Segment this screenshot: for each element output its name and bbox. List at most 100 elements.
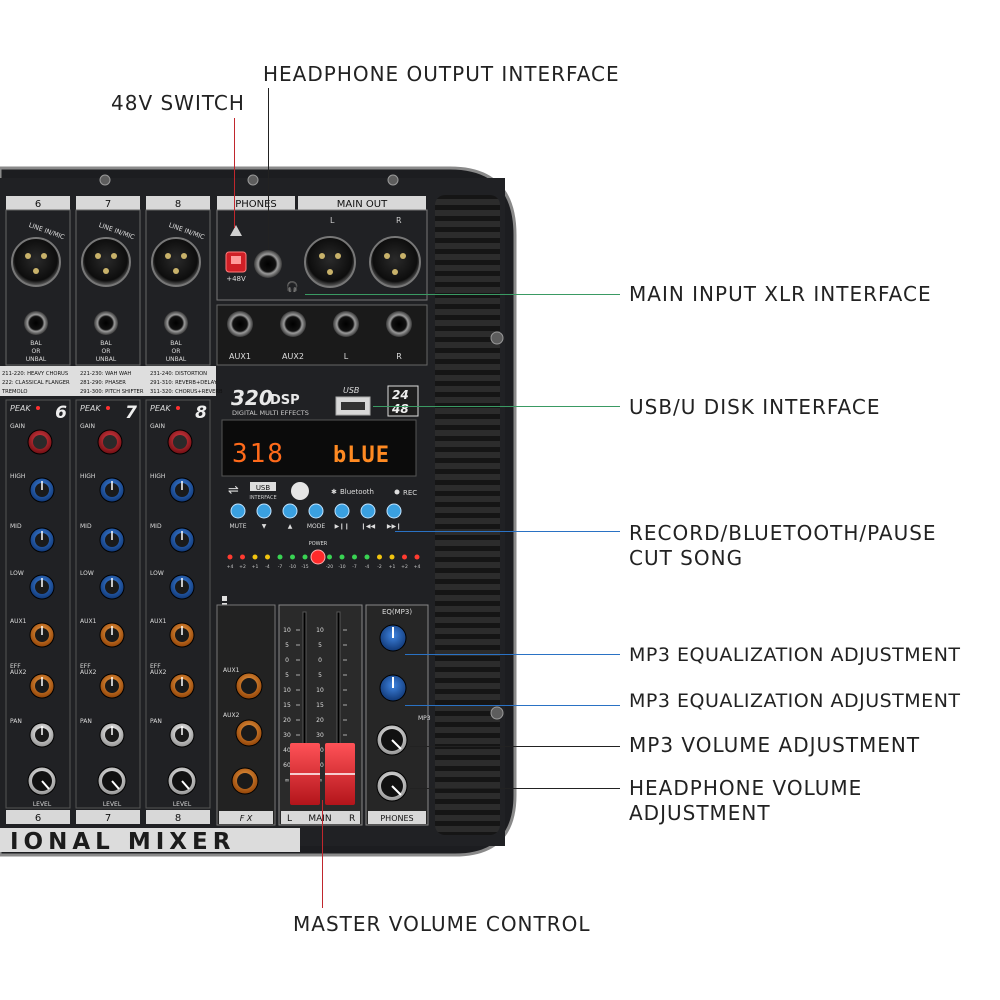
main-fader-right[interactable] [325, 743, 355, 805]
callout-mp3-eq-1: MP3 EQUALIZATION ADJUSTMENT [629, 644, 961, 666]
svg-text:▼: ▼ [262, 523, 267, 530]
svg-text:20: 20 [283, 717, 291, 724]
callout-headphone-output: HEADPHONE OUTPUT INTERFACE [263, 62, 620, 86]
svg-text:EFF: EFF [150, 663, 161, 670]
svg-text:-4: -4 [265, 564, 270, 570]
svg-text:LEVEL: LEVEL [33, 801, 52, 808]
svg-text:0: 0 [318, 657, 322, 664]
svg-text:+48V: +48V [226, 275, 246, 283]
svg-text:UNBAL: UNBAL [166, 356, 187, 363]
lead-mp3-volume [410, 746, 620, 747]
svg-text:-7: -7 [352, 564, 357, 570]
svg-text:GAIN: GAIN [150, 423, 165, 430]
svg-text:GAIN: GAIN [10, 423, 25, 430]
svg-text:7: 7 [105, 813, 111, 824]
svg-text:F X: F X [240, 814, 253, 823]
callout-record-line1: RECORD/BLUETOOTH/PAUSE [629, 521, 937, 545]
svg-text:6: 6 [55, 403, 67, 423]
svg-text:AUX1: AUX1 [223, 667, 240, 674]
lead-main-xlr [305, 294, 620, 295]
svg-text:UNBAL: UNBAL [26, 356, 47, 363]
line-jack[interactable] [94, 311, 118, 335]
svg-text:0: 0 [285, 657, 289, 664]
transport-button[interactable] [334, 503, 350, 519]
phantom-48v-switch[interactable]: +48V [225, 251, 247, 283]
xlr-output-right[interactable] [369, 236, 421, 288]
svg-text:OR: OR [102, 348, 111, 355]
svg-text:AUX2: AUX2 [282, 352, 304, 361]
svg-text:+2: +2 [239, 564, 246, 570]
power-led [310, 549, 326, 565]
meter-led [252, 554, 258, 560]
svg-text:MID: MID [150, 523, 162, 530]
meter-led [352, 554, 357, 560]
svg-text:BAL: BAL [170, 340, 182, 347]
transport-button[interactable] [360, 503, 376, 519]
callout-headphone-volume-line1: HEADPHONE VOLUME [629, 776, 863, 800]
transport-button[interactable] [386, 503, 402, 519]
svg-text:+1: +1 [252, 564, 259, 570]
svg-text:AUX1: AUX1 [150, 618, 167, 625]
callout-main-input-xlr: MAIN INPUT XLR INTERFACE [629, 282, 932, 306]
lead-usb [373, 406, 620, 407]
svg-text:R: R [349, 814, 355, 824]
transport-button[interactable] [230, 503, 246, 519]
meter-led [277, 554, 283, 560]
line-jack[interactable] [24, 311, 48, 335]
svg-text:AUX2: AUX2 [10, 669, 27, 676]
xlr-combo-input[interactable] [81, 237, 131, 287]
svg-text:5: 5 [285, 672, 289, 679]
svg-text:bLUE: bLUE [333, 443, 390, 468]
output-jack-aux2[interactable] [280, 311, 306, 337]
transport-button[interactable] [308, 503, 324, 519]
output-jack-r[interactable] [386, 311, 412, 337]
headphone-jack[interactable] [254, 250, 282, 278]
svg-text:24: 24 [392, 388, 409, 402]
transport-button[interactable] [282, 503, 298, 519]
svg-text:UNBAL: UNBAL [96, 356, 117, 363]
svg-text:8: 8 [195, 403, 207, 423]
transport-button[interactable] [256, 503, 272, 519]
svg-text:PHONES: PHONES [235, 199, 277, 210]
effect-preset-label: 311-320: CHORUS+REVERB [150, 389, 223, 395]
meter-led [265, 554, 270, 560]
svg-text:40: 40 [283, 747, 291, 754]
effect-preset-label: 281-290: PHASER [80, 380, 126, 386]
output-jack-l[interactable] [333, 311, 359, 337]
callout-48v-switch: 48V SWITCH [111, 91, 245, 115]
meter-led [377, 554, 382, 560]
svg-text:10: 10 [283, 687, 291, 694]
svg-text:MODE: MODE [307, 523, 326, 530]
svg-text:EFF: EFF [10, 663, 21, 670]
svg-text:MUTE: MUTE [229, 523, 246, 530]
svg-text:OR: OR [172, 348, 181, 355]
channel-number: 8 [175, 199, 181, 210]
svg-text:▲: ▲ [288, 523, 293, 530]
lead-mp3-eq-2 [405, 705, 620, 706]
svg-text:OR: OR [32, 348, 41, 355]
svg-text:AUX2: AUX2 [150, 669, 167, 676]
callout-mp3-eq-2: MP3 EQUALIZATION ADJUSTMENT [629, 690, 961, 712]
led-display [221, 419, 417, 477]
callout-headphone-volume-line2: ADJUSTMENT [629, 801, 771, 825]
svg-text:7: 7 [125, 403, 137, 423]
svg-text:PAN: PAN [10, 718, 22, 725]
callout-usb-disk: USB/U DISK INTERFACE [629, 395, 881, 419]
xlr-output-left[interactable] [304, 236, 356, 288]
line-jack[interactable] [164, 311, 188, 335]
svg-text:PAN: PAN [80, 718, 92, 725]
svg-text:5: 5 [285, 642, 289, 649]
svg-text:10: 10 [316, 627, 324, 634]
xlr-combo-input[interactable] [11, 237, 61, 287]
svg-text:BAL: BAL [30, 340, 42, 347]
svg-text:AUX1: AUX1 [10, 618, 27, 625]
svg-text:AUX1: AUX1 [229, 352, 251, 361]
xlr-combo-input[interactable] [151, 237, 201, 287]
svg-text:L: L [344, 352, 349, 361]
svg-text:-2: -2 [377, 564, 382, 570]
output-jack-aux1[interactable] [227, 311, 253, 337]
svg-text:-20: -20 [326, 564, 333, 570]
main-fader-left[interactable] [290, 743, 320, 805]
lead-record [395, 531, 620, 532]
